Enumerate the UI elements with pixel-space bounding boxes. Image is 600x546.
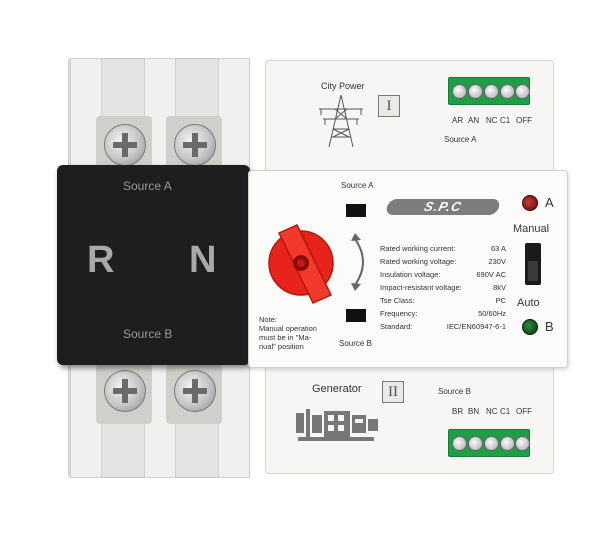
terminal-screw-icon[interactable] [515, 84, 530, 99]
terminal-label-bn: BN [468, 407, 480, 416]
generator-icon [296, 409, 378, 441]
cover-letter-n: N [189, 239, 217, 281]
rotary-handle[interactable] [257, 211, 367, 311]
rotation-arrow-icon [351, 233, 364, 291]
terminal-label-c1: C1 [500, 116, 511, 125]
terminal-screw-icon[interactable] [452, 84, 467, 99]
manual-label: Manual [513, 223, 550, 235]
spec-row: Insulation voltage: 690V AC [380, 270, 506, 281]
screw-icon[interactable] [104, 124, 146, 166]
source-b-led [522, 319, 538, 335]
spec-label: Rated working current: [380, 244, 456, 253]
city-power-label: City Power [321, 81, 365, 91]
led-b-label: B [545, 319, 554, 334]
spec-row: Rated working voltage: 230V [380, 257, 506, 268]
spec-label: Impact-resistant voltage: [380, 283, 462, 292]
source-a-led [522, 195, 538, 211]
slot-source-a-label: Source A [341, 181, 374, 190]
source-a-indicator-slot [346, 204, 366, 217]
terminal-label-off: OFF [516, 407, 532, 416]
note-line-2: Manual operation [259, 324, 317, 333]
terminal-label-nc: NC [486, 407, 498, 416]
cover-letter-r: R [87, 239, 115, 281]
mode-switch-knob[interactable] [528, 261, 538, 281]
spec-value: 63 A [490, 244, 506, 253]
spec-label: Tse Class: [380, 296, 415, 305]
cover-source-a-label: Source A [123, 179, 172, 193]
terminal-screw-icon[interactable] [500, 436, 515, 451]
cover-source-b-label: Source B [123, 327, 173, 341]
spec-label: Insulation voltage: [380, 270, 441, 279]
note-line-1: Note: [259, 315, 277, 324]
bottom-terminal-block[interactable] [448, 429, 530, 457]
auto-label: Auto [517, 297, 540, 309]
spec-label: Frequency: [380, 309, 418, 318]
slot-source-b-label: Source B [339, 339, 372, 348]
generator-label: Generator [312, 383, 362, 395]
spec-label: Standard: [380, 322, 413, 331]
spec-row: Standard: IEC/EN60947-6-1 [380, 322, 506, 333]
terminal-label-nc: NC [486, 116, 498, 125]
note-line-3: must be in "Ma- [259, 333, 312, 342]
source-b-label: Source B [438, 387, 471, 396]
spec-row: Frequency: 50/60Hz [380, 309, 506, 320]
screw-icon[interactable] [104, 370, 146, 412]
top-module: City Power I AR AN NC C1 OFF Source A [265, 60, 554, 180]
screw-icon[interactable] [174, 124, 216, 166]
led-a-label: A [545, 195, 554, 210]
spec-value: 230V [488, 257, 506, 266]
source-b-indicator-slot [346, 309, 366, 322]
terminal-screw-icon[interactable] [484, 436, 499, 451]
terminal-screw-icon[interactable] [500, 84, 515, 99]
terminal-screw-icon[interactable] [452, 436, 467, 451]
source-a-label: Source A [444, 135, 477, 144]
screw-icon[interactable] [174, 370, 216, 412]
note-line-4: nual" position [259, 342, 304, 351]
spec-row: Impact-resistant voltage: 8kV [380, 283, 506, 294]
terminal-label-c1: C1 [500, 407, 511, 416]
power-tower-icon [319, 94, 363, 148]
spec-value: IEC/EN60947-6-1 [446, 322, 506, 331]
spec-row: Tse Class: PC [380, 296, 506, 307]
bottom-module: Generator II Source B BR BN NC C1 OFF [265, 360, 554, 474]
spec-label: Rated working voltage: [380, 257, 457, 266]
brand-plate: S.P.C [384, 199, 502, 215]
terminal-screw-icon[interactable] [468, 436, 483, 451]
terminal-screw-icon[interactable] [515, 436, 530, 451]
terminal-label-off: OFF [516, 116, 532, 125]
terminal-screw-icon[interactable] [484, 84, 499, 99]
spec-value: PC [495, 296, 506, 305]
terminal-label-br: BR [452, 407, 464, 416]
terminal-label-ar: AR [452, 116, 464, 125]
spec-value: 8kV [493, 283, 506, 292]
roman-numeral-two: II [382, 381, 404, 403]
front-panel: Source A Source B Note: Manual operation… [248, 170, 568, 368]
terminal-screw-icon[interactable] [468, 84, 483, 99]
mode-switch[interactable] [525, 243, 541, 285]
spec-row: Rated working current: 63 A [380, 244, 506, 255]
roman-numeral-one: I [378, 95, 400, 117]
terminal-label-an: AN [468, 116, 480, 125]
spec-value: 50/60Hz [478, 309, 506, 318]
top-terminal-block[interactable] [448, 77, 530, 105]
brand-logo: S.P.C [422, 199, 464, 214]
spec-value: 690V AC [476, 270, 506, 279]
terminal-cover[interactable]: Source A R N Source B [57, 165, 250, 365]
